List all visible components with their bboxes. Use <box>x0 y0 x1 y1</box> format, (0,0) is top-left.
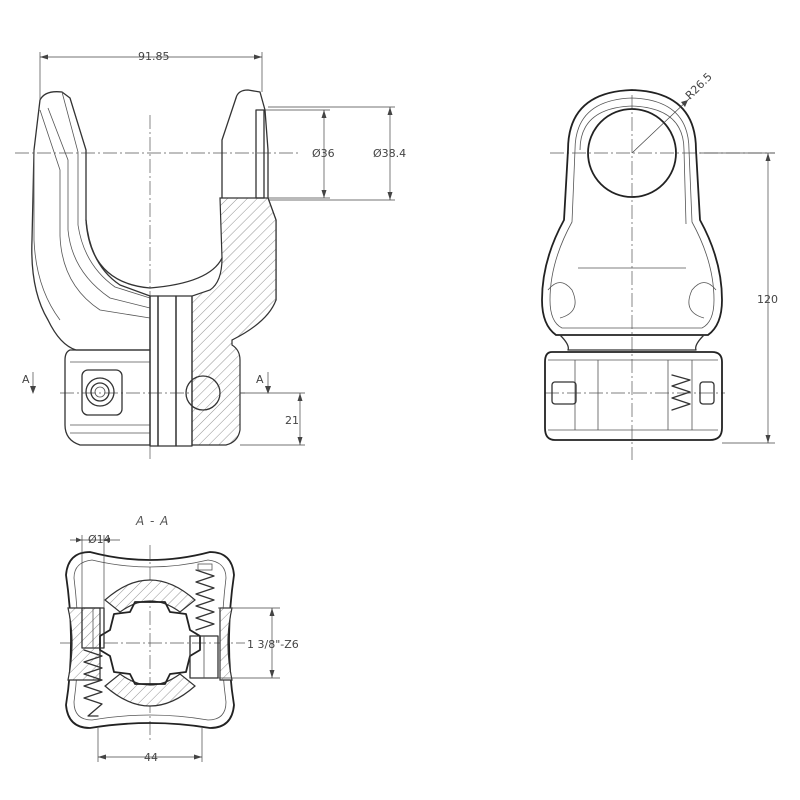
yoke-ear-outline <box>541 89 723 336</box>
section-marker-right: A <box>256 372 271 394</box>
dim-spline: 1 3/8"-Z6 <box>218 607 299 679</box>
dim-height-text: 120 <box>757 293 778 306</box>
right-fork-section <box>191 197 277 446</box>
yoke-side-left <box>547 282 576 319</box>
dim-radius-text: R26.5 <box>683 70 715 102</box>
left-fork-inner-edge-2 <box>47 107 151 309</box>
side-spring <box>671 374 691 411</box>
dim-dia-inner-text: Ø36 <box>312 147 335 160</box>
dim-hub-height: 21 <box>240 392 305 446</box>
section-spring-right <box>195 569 215 631</box>
spline-bore-mid <box>157 295 177 447</box>
lock-pin-outer <box>85 377 115 407</box>
yoke-ear-inner-1 <box>549 97 715 329</box>
fork-inner-u <box>85 219 223 289</box>
left-fork-inner-edge <box>61 91 151 299</box>
yoke-ear-inner-2 <box>579 105 687 225</box>
left-fork-contour <box>39 109 151 319</box>
section-marker-right-label: A <box>256 373 264 386</box>
section-aa-view: A - A Ø14 <box>60 514 299 764</box>
yoke-side-right <box>688 282 717 319</box>
section-outer-body <box>65 551 235 729</box>
spline-bore-left <box>149 295 159 447</box>
left-fork-rim <box>33 150 61 321</box>
section-wall-left <box>67 607 101 681</box>
bore-groove <box>255 109 265 199</box>
lock-pin-housing <box>81 369 123 416</box>
side-pin-left <box>551 381 577 405</box>
lock-pin-inner <box>90 382 110 402</box>
section-marker-left: A <box>22 372 36 394</box>
locking-ball <box>185 375 221 411</box>
dim-width-top-text: 91.85 <box>138 50 170 63</box>
left-fork-arm <box>31 91 151 351</box>
front-view: A A 91.85 Ø36 <box>15 50 406 460</box>
section-title: A - A <box>135 514 169 528</box>
dim-dia-outer-text: Ø38.4 <box>373 147 406 160</box>
section-spring-cap <box>197 563 213 571</box>
dim-hub-width: 44 <box>97 728 203 764</box>
spline-bore-right <box>175 295 193 447</box>
section-spring-left <box>83 649 103 717</box>
side-view: R26.5 120 <box>541 70 778 460</box>
section-hub-top <box>104 579 196 613</box>
yoke-neck <box>559 334 705 351</box>
dim-dia-inner: Ø36 <box>265 109 335 199</box>
lock-pin-core <box>94 386 106 398</box>
side-hub-body <box>544 351 723 441</box>
dim-pin-dia: Ø14 <box>70 533 120 608</box>
side-hub-cutout-right <box>667 360 693 430</box>
side-pin-right <box>699 381 715 405</box>
right-fork-upper <box>221 97 237 199</box>
hub-body <box>64 349 151 446</box>
dim-spline-text: 1 3/8"-Z6 <box>247 638 299 651</box>
section-wall-right <box>219 607 233 681</box>
section-spline-bore <box>99 601 201 685</box>
dim-hub-height-text: 21 <box>285 414 299 427</box>
dim-pin-dia-text: Ø14 <box>88 533 111 546</box>
dim-height: 120 <box>700 152 778 444</box>
dim-hub-width-text: 44 <box>144 751 158 764</box>
dim-width-top: 91.85 <box>39 50 263 100</box>
section-marker-left-label: A <box>22 373 30 386</box>
dim-dia-outer: Ø38.4 <box>268 106 406 201</box>
section-hub-bottom <box>104 673 196 707</box>
side-hub-cutout-left <box>574 360 599 430</box>
yoke-bore <box>587 108 677 198</box>
